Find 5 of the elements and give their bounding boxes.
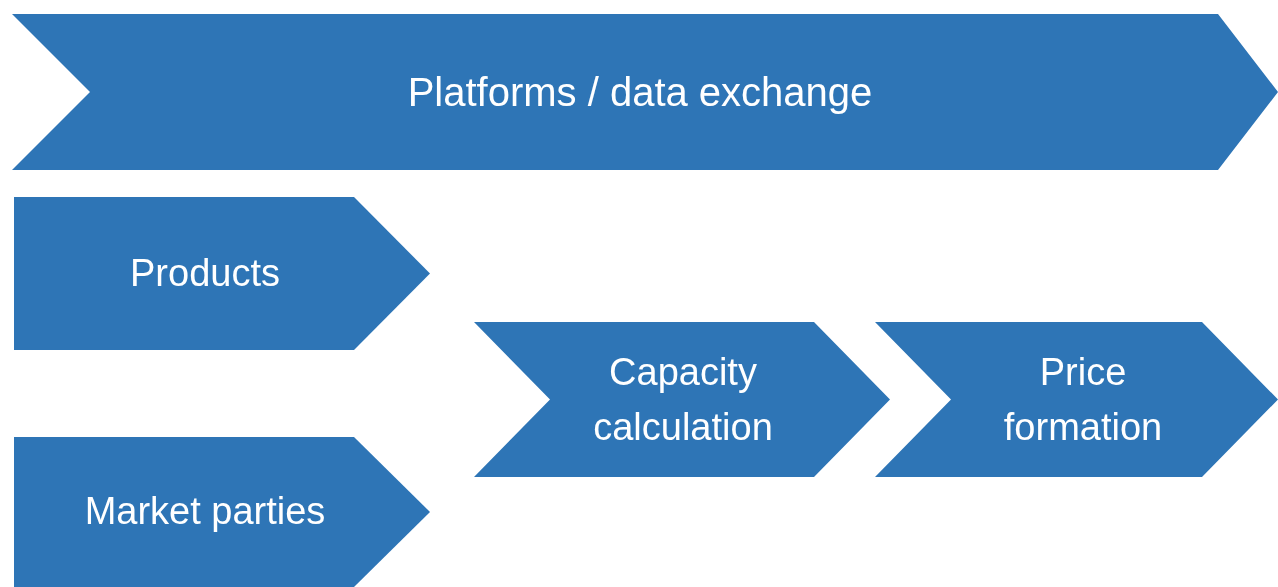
node-label: Capacity calculation	[592, 349, 774, 450]
node-label: Market parties	[83, 489, 327, 535]
node-label: Products	[129, 250, 281, 296]
node-label: Platforms / data exchange	[406, 69, 874, 116]
node-label: Price formation	[1002, 349, 1164, 450]
